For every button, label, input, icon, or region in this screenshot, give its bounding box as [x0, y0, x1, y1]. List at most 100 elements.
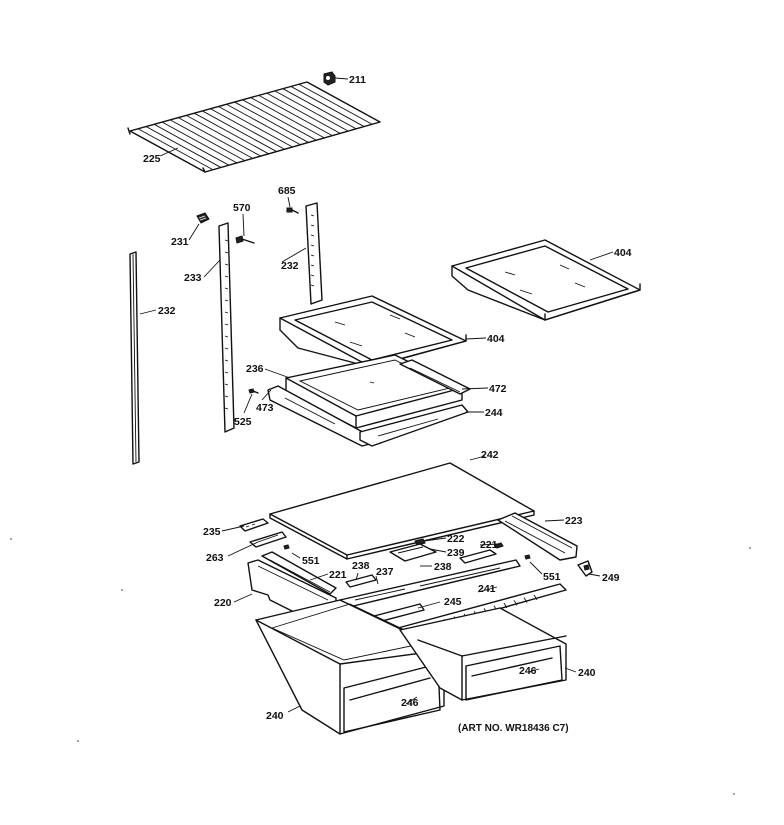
shelf-wire: [145, 126, 222, 168]
ladder-slot: [224, 323, 229, 326]
rail-tooth: [503, 602, 508, 609]
part-231-cap: [196, 212, 210, 224]
shelf-wire: [242, 99, 317, 141]
shelf-wire: [282, 88, 357, 130]
callout-231: 231: [171, 236, 189, 248]
callout-236: 236: [246, 363, 264, 375]
shelf-wire: [226, 103, 301, 146]
part-263-bracket: [249, 531, 287, 548]
shelf-wire: [218, 106, 293, 148]
ladder-slot: [224, 287, 229, 290]
part-232-rail-left: [129, 251, 140, 465]
ladder-slot: [224, 395, 229, 398]
callout-239: 239: [447, 547, 465, 559]
part-404-glass-shelf-center: [279, 295, 467, 368]
part-685-screw: [286, 207, 299, 214]
part-235-bracket: [239, 518, 269, 532]
part-242-crisper-cover: [269, 462, 535, 560]
callout-242: 242: [481, 449, 499, 461]
callout-235: 235: [203, 526, 221, 538]
shelf-wire: [178, 117, 253, 159]
callout-240-left: 240: [266, 710, 284, 722]
callout-263: 263: [206, 552, 224, 564]
scan-specks: [10, 538, 751, 795]
callout-246-right: 246: [519, 665, 537, 677]
part-240-crisper-drawer-right: [399, 607, 567, 701]
ladder-slot: [310, 214, 315, 217]
shelf-wire: [266, 92, 341, 134]
shelf-wire: [298, 83, 373, 125]
part-551-screw-left: [283, 544, 290, 550]
part-404-glass-shelf-right: [451, 239, 641, 321]
callout-240-right: 240: [578, 667, 596, 679]
callout-237: 237: [376, 566, 394, 578]
callout-245: 245: [444, 596, 462, 608]
ladder-slot: [224, 371, 229, 374]
ladder-slot: [310, 274, 315, 277]
shelf-wire: [210, 108, 285, 150]
ladder-slot: [310, 254, 315, 257]
ladder-slot: [224, 239, 229, 242]
rail-tooth: [533, 594, 538, 601]
part-239-support: [389, 543, 437, 562]
callout-221-left: 221: [329, 569, 347, 581]
ladder-slot: [310, 284, 315, 287]
callout-404-right: 404: [614, 247, 632, 259]
part-221-right: [494, 542, 504, 549]
callout-232-left: 232: [158, 305, 176, 317]
rail-tooth: [523, 597, 528, 603]
ladder-slot: [224, 335, 229, 338]
part-238-clip-right: [459, 549, 497, 564]
part-223-frame-right: [497, 512, 578, 561]
callout-404-center: 404: [487, 333, 505, 345]
ladder-slot: [224, 299, 229, 302]
ladder-slot: [224, 383, 229, 386]
shelf-wire: [202, 110, 277, 152]
ladder-slot: [224, 263, 229, 266]
callout-244: 244: [485, 407, 503, 419]
shelf-wire: [258, 94, 333, 137]
callout-238-right: 238: [434, 561, 452, 573]
part-249-clip: [577, 560, 593, 577]
callout-551-left: 551: [302, 555, 320, 567]
part-240-crisper-drawer-left: [255, 599, 445, 735]
callout-211: 211: [349, 74, 366, 86]
callout-246-left: 246: [401, 697, 419, 709]
shelf-wire: [186, 115, 261, 157]
shelf-wire: [153, 123, 230, 166]
part-222-spacer: [414, 538, 426, 546]
part-211-clip: [323, 71, 336, 86]
callout-570: 570: [233, 202, 251, 214]
callout-221-right: 221: [480, 539, 498, 551]
rail-tooth: [513, 600, 518, 606]
ladder-slot: [224, 359, 229, 362]
callout-238-left: 238: [352, 560, 370, 572]
ladder-slot: [310, 264, 315, 267]
shelf-wire: [274, 90, 349, 132]
callout-241: 241: [478, 583, 496, 595]
part-525-screw: [248, 388, 259, 394]
part-221-rail-left: [261, 551, 337, 595]
callout-222: 222: [447, 533, 465, 545]
callout-525: 525: [234, 416, 252, 428]
ladder-slot: [224, 347, 229, 350]
shelf-wire: [194, 112, 269, 155]
ladder-slot: [224, 275, 229, 278]
callout-473: 473: [256, 402, 274, 414]
ladder-slot: [310, 224, 315, 227]
part-551-screw-right: [524, 554, 531, 560]
part-232-rail-center: [305, 202, 323, 305]
art-number: (ART NO. WR18436 C7): [458, 723, 569, 734]
callout-220: 220: [214, 597, 232, 609]
callout-labels: 211 225 685 570 231 233 232 232 404 404 …: [143, 74, 632, 734]
part-225-wire-shelf: [127, 81, 381, 173]
shelf-wire: [234, 101, 309, 143]
part-238-clip-left: [345, 574, 377, 588]
ladder-slot: [224, 311, 229, 314]
ladder-slot: [310, 244, 315, 247]
part-244-pan-front: [359, 404, 469, 447]
callout-225: 225: [143, 153, 161, 165]
callout-223: 223: [565, 515, 583, 527]
callout-685: 685: [278, 185, 296, 197]
